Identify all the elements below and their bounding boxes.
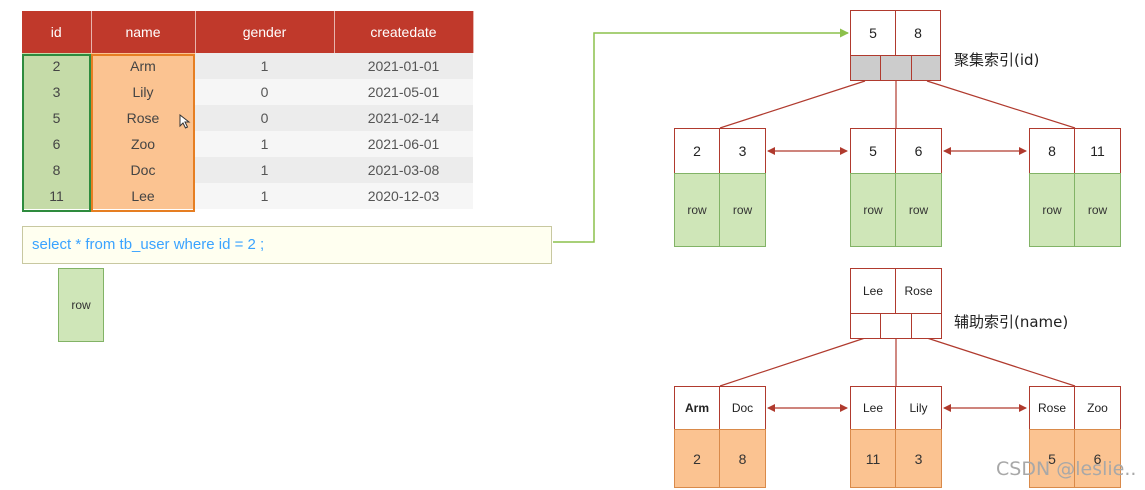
secondary-branch-right (926, 337, 1076, 387)
secondary-leaf-value: 8 (719, 429, 766, 488)
cell-id: 2 (22, 53, 91, 79)
secondary-leaf-key: Rose (1029, 386, 1075, 430)
header-id: id (22, 11, 92, 53)
secondary-leaf-key: Lily (895, 386, 942, 430)
table-row: 6 Zoo 1 2021-06-01 (22, 131, 473, 157)
query-result-row: row (58, 268, 104, 342)
clustered-leaf-row: row (674, 173, 720, 247)
sql-query: select * from tb_user where id = 2 ; (22, 226, 552, 264)
secondary-leaf-key: Zoo (1074, 386, 1121, 430)
cell-name: Zoo (91, 131, 195, 157)
clustered-root-pointer (850, 55, 881, 81)
clustered-branch-left (719, 80, 866, 129)
cell-id: 3 (22, 79, 91, 105)
clustered-leaf-row: row (719, 173, 766, 247)
cell-name: Lily (91, 79, 195, 105)
clustered-leaf-row: row (895, 173, 942, 247)
header-gender: gender (195, 11, 335, 53)
clustered-root-key-1: 5 (850, 10, 896, 56)
cell-gender: 0 (195, 79, 334, 105)
clustered-leaf-row: row (1029, 173, 1075, 247)
watermark: CSDN @leslie.. (996, 458, 1137, 480)
cell-createdate: 2020-12-03 (334, 183, 473, 209)
clustered-leaf-key: 3 (719, 128, 766, 174)
clustered-leaf-row: row (850, 173, 896, 247)
header-createdate: createdate (334, 11, 474, 53)
cell-createdate: 2021-03-08 (334, 157, 473, 183)
cell-gender: 1 (195, 53, 334, 79)
secondary-leaf-key: Lee (850, 386, 896, 430)
cell-gender: 1 (195, 157, 334, 183)
cell-gender: 1 (195, 131, 334, 157)
cell-name: Doc (91, 157, 195, 183)
cell-gender: 1 (195, 183, 334, 209)
clustered-branch-right (926, 80, 1076, 129)
clustered-leaf-row: row (1074, 173, 1121, 247)
cell-name: Lee (91, 183, 195, 209)
secondary-root-pointer (850, 313, 881, 339)
header-name: name (91, 11, 196, 53)
table-row: 11 Lee 1 2020-12-03 (22, 183, 473, 209)
secondary-root-key-1: Lee (850, 268, 896, 314)
table-row: 8 Doc 1 2021-03-08 (22, 157, 473, 183)
clustered-root-key-2: 8 (895, 10, 941, 56)
clustered-root-pointer (880, 55, 912, 81)
clustered-root-pointer (911, 55, 941, 81)
clustered-leaf-key: 8 (1029, 128, 1075, 174)
query-to-index-connector (553, 28, 849, 243)
table-row: 3 Lily 0 2021-05-01 (22, 79, 473, 105)
cell-id: 8 (22, 157, 91, 183)
cell-name: Rose (91, 105, 195, 131)
mouse-cursor-icon (179, 114, 191, 129)
cell-createdate: 2021-02-14 (334, 105, 473, 131)
cell-name: Arm (91, 53, 195, 79)
secondary-index-label: 辅助索引(name) (954, 313, 1069, 331)
secondary-root-pointer (880, 313, 912, 339)
secondary-leaf-value: 6 (1074, 429, 1121, 488)
cell-id: 11 (22, 183, 91, 209)
clustered-leaf-key: 11 (1074, 128, 1121, 174)
secondary-root-pointer (911, 313, 942, 339)
secondary-branch-left (719, 337, 866, 387)
cell-id: 6 (22, 131, 91, 157)
cell-createdate: 2021-05-01 (334, 79, 473, 105)
secondary-leaf-value: 3 (895, 429, 942, 488)
cell-id: 5 (22, 105, 91, 131)
cell-gender: 0 (195, 105, 334, 131)
secondary-root-key-2: Rose (895, 268, 942, 314)
table-row: 5 Rose 0 2021-02-14 (22, 105, 473, 131)
secondary-leaf-key: Arm (674, 386, 720, 430)
user-table: id name gender createdate 2 Arm 1 2021-0… (22, 11, 474, 209)
cell-createdate: 2021-06-01 (334, 131, 473, 157)
secondary-leaf-key: Doc (719, 386, 766, 430)
secondary-leaf-value: 2 (674, 429, 720, 488)
secondary-leaf-value: 11 (850, 429, 896, 488)
clustered-index-label: 聚集索引(id) (954, 51, 1040, 69)
table-row: 2 Arm 1 2021-01-01 (22, 53, 473, 79)
table-header-row: id name gender createdate (22, 11, 474, 53)
cell-createdate: 2021-01-01 (334, 53, 473, 79)
clustered-leaf-key: 6 (895, 128, 942, 174)
clustered-leaf-key: 5 (850, 128, 896, 174)
clustered-leaf-key: 2 (674, 128, 720, 174)
